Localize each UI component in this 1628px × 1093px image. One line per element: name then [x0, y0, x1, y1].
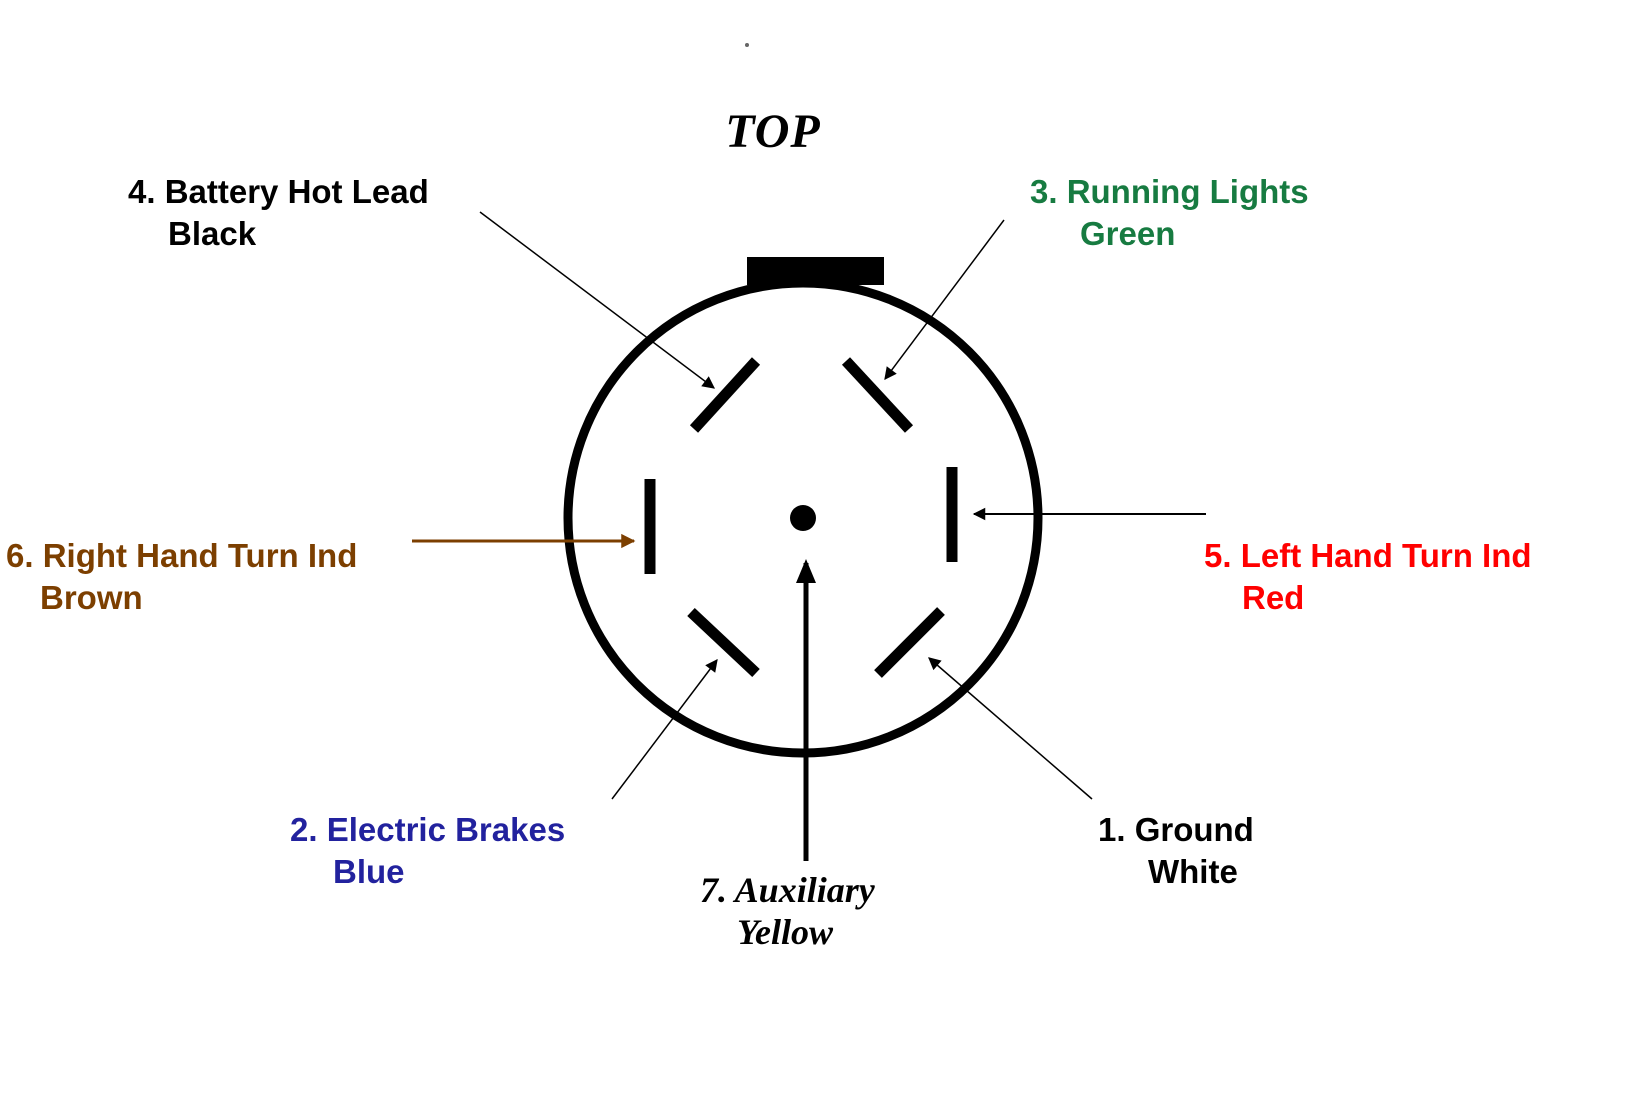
pin1-wire-color: White — [1148, 853, 1238, 890]
pin2-label: 2. Electric Brakes — [290, 811, 565, 848]
arrow-pin2 — [611, 659, 718, 800]
pin7-label: 7. Auxiliary — [700, 870, 876, 910]
arrow-pin4 — [479, 211, 715, 389]
connector-outline — [563, 278, 1043, 758]
diagram-title: TOP — [725, 105, 820, 158]
pin7-wire-color: Yellow — [737, 912, 834, 952]
pin5-wire-color: Red — [1242, 579, 1304, 616]
center-pin-7 — [790, 505, 816, 531]
slot-pin4 — [689, 357, 761, 433]
arrow-pin1 — [928, 657, 1093, 800]
pin2-wire-color: Blue — [333, 853, 405, 890]
stray-dot — [745, 43, 749, 47]
pin6-wire-color: Brown — [40, 579, 143, 616]
pin3-wire-color: Green — [1080, 215, 1175, 252]
pin4-label: 4. Battery Hot Lead — [128, 173, 429, 210]
pin3-label: 3. Running Lights — [1030, 173, 1309, 210]
slot-pin2 — [687, 607, 760, 678]
pin1-label: 1. Ground — [1098, 811, 1254, 848]
pin6-label: 6. Right Hand Turn Ind — [6, 537, 357, 574]
pin4-wire-color: Black — [168, 215, 257, 252]
arrow-pin3 — [884, 219, 1005, 381]
slot-pin1 — [874, 607, 945, 678]
slot-pin3 — [841, 357, 914, 433]
pin5-label: 5. Left Hand Turn Ind — [1204, 537, 1532, 574]
